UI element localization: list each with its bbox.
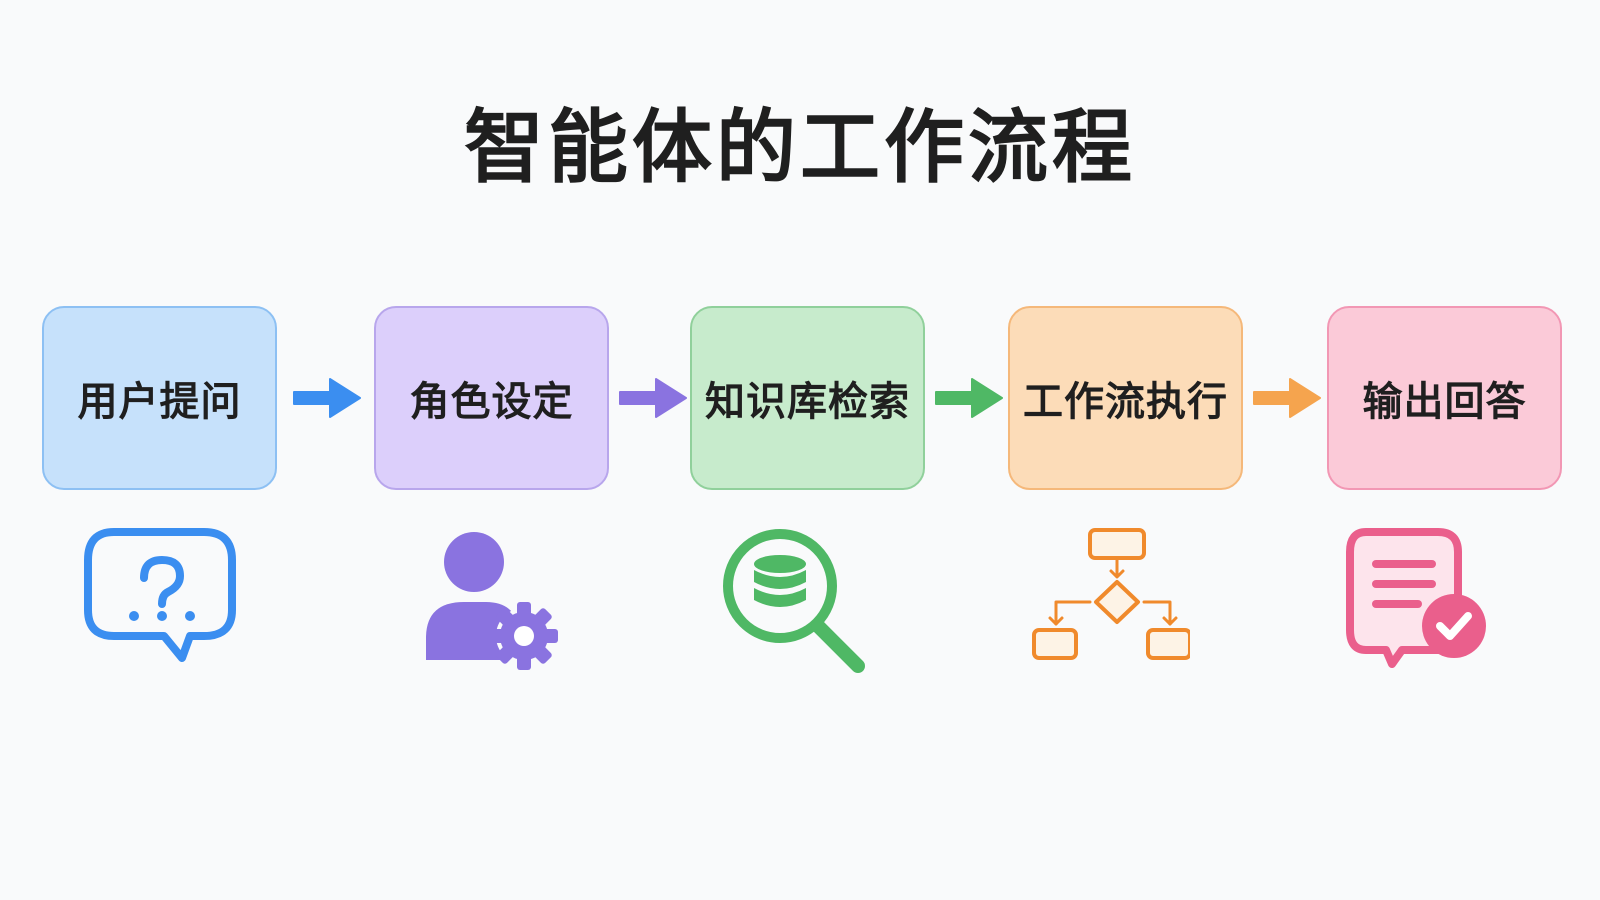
arrow-right-icon	[935, 378, 1003, 418]
step-label: 工作流执行	[1023, 379, 1228, 425]
step-label: 输出回答	[1362, 379, 1527, 425]
arrow-right-icon	[619, 378, 687, 418]
flowchart-icon	[1032, 528, 1190, 660]
step-box-role-setting: 角色设定	[374, 306, 609, 490]
step-label: 知识库检索	[705, 379, 910, 425]
step-box-knowledge-retrieval: 知识库检索	[690, 306, 925, 490]
arrow-right-icon	[293, 378, 361, 418]
step-label: 用户提问	[77, 379, 242, 425]
step-box-workflow-execution: 工作流执行	[1008, 306, 1243, 490]
question-chat-icon	[84, 528, 236, 662]
arrow-right-icon	[1253, 378, 1321, 418]
step-label: 角色设定	[409, 379, 574, 425]
step-box-user-question: 用户提问	[42, 306, 277, 490]
document-check-icon	[1346, 528, 1486, 668]
diagram-title: 智能体的工作流程	[464, 101, 1136, 194]
database-search-icon	[723, 529, 865, 673]
user-gear-icon	[426, 532, 558, 670]
step-box-output-answer: 输出回答	[1327, 306, 1562, 490]
